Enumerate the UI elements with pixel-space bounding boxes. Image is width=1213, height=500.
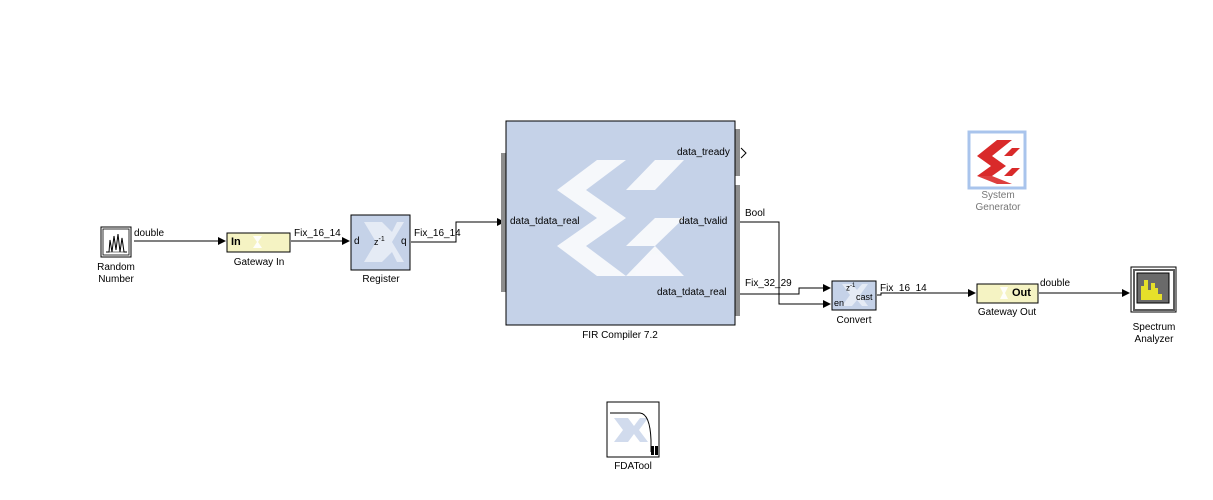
xilinx-logo-watermark-icon — [557, 160, 684, 276]
register-port-q: q — [401, 236, 407, 247]
random-number-block[interactable] — [100, 226, 132, 258]
wire-fir-out-to-convert[interactable] — [740, 284, 831, 295]
convert-cast-text: cast — [856, 292, 873, 302]
gateway-in-label: Gateway In — [233, 257, 285, 268]
xilinx-watermark-icon — [1000, 287, 1008, 299]
signal-label-double-in: double — [134, 228, 165, 239]
fir-port-tvalid: data_tvalid — [679, 216, 728, 227]
signal-label-double-out: double — [1040, 278, 1071, 289]
register-port-d: d — [354, 236, 360, 247]
wire-register-to-fir[interactable] — [411, 218, 505, 243]
register-label: Register — [362, 274, 400, 285]
convert-port-en: en — [834, 298, 845, 308]
xilinx-watermark-icon — [253, 236, 262, 248]
xilinx-watermark-icon — [842, 284, 868, 306]
xilinx-logo-icon — [977, 140, 1020, 184]
gateway-in-text: In — [231, 236, 241, 248]
register-block[interactable] — [350, 214, 411, 271]
convert-label: Convert — [836, 315, 872, 326]
system-generator-block[interactable] — [967, 130, 1027, 190]
signal-lines — [134, 147, 1130, 308]
convert-delay-symbol: z-1 — [846, 283, 856, 293]
random-signal-icon — [106, 233, 127, 253]
fdatool-block[interactable] — [606, 401, 660, 458]
signal-label-fix16-gateway: Fix_16_14 — [294, 228, 341, 239]
register-delay-symbol: z-1 — [374, 236, 385, 247]
wire-convert-to-gatewayout[interactable] — [877, 289, 976, 297]
spectrum-analyzer-block[interactable] — [1130, 266, 1177, 313]
convert-block[interactable] — [831, 280, 877, 311]
filter-response-icon — [610, 412, 652, 452]
gateway-out-label: Gateway Out — [977, 307, 1037, 318]
fir-compiler-block[interactable] — [501, 120, 740, 326]
system-generator-label: System Generator — [975, 190, 1021, 213]
spectrum-analyzer-label: Spectrum Analyzer — [1132, 322, 1176, 345]
signal-label-bool: Bool — [745, 208, 766, 219]
fir-compiler-label: FIR Compiler 7.2 — [582, 330, 658, 341]
fdatool-label: FDATool — [614, 461, 652, 472]
signal-label-fix16-register: Fix_16_14 — [414, 228, 461, 239]
fir-port-data-in: data_tdata_real — [510, 216, 580, 227]
xilinx-watermark-icon — [614, 418, 648, 442]
signal-label-fix32: Fix_32_29 — [745, 278, 792, 289]
gateway-in-block[interactable] — [226, 232, 291, 253]
xilinx-watermark-icon — [364, 222, 404, 262]
gateway-out-text: Out — [1012, 287, 1031, 299]
fir-port-data-out: data_tdata_real — [657, 287, 727, 298]
spectrum-bars-icon — [1141, 280, 1162, 300]
wire-tvalid-to-convert-en[interactable] — [740, 221, 831, 308]
random-number-label: Random Number — [97, 262, 135, 285]
tready-open-arrow — [740, 147, 747, 159]
fir-port-tready: data_tready — [677, 147, 730, 158]
signal-label-fix16-convert: Fix_16_14 — [880, 283, 927, 294]
gateway-out-block[interactable] — [976, 283, 1039, 304]
